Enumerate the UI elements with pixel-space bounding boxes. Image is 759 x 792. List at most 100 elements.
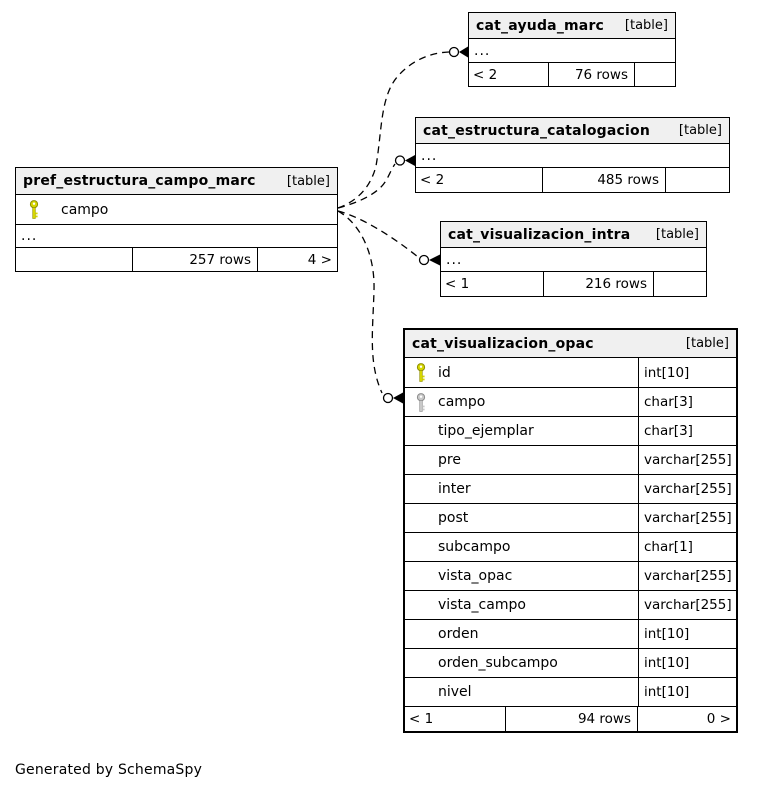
column-name-cell: orden_subcampo: [405, 649, 638, 677]
table-name[interactable]: cat_visualizacion_opac: [412, 335, 594, 352]
column-type: char[1]: [638, 533, 736, 561]
column-name-cell: post: [405, 504, 638, 532]
row-count: 94 rows: [506, 707, 638, 731]
column-name: nivel: [438, 684, 472, 700]
edge-to-cat-estructura-catalogacion: [337, 163, 396, 209]
zero-circle-estructura: [394, 155, 406, 166]
columns-ellipsis: ...: [16, 224, 337, 247]
column-name: post: [438, 510, 469, 526]
generated-by-note: Generated by SchemaSpy: [15, 762, 203, 778]
arrowhead-estructura: [405, 155, 415, 166]
arrowhead-intra: [429, 254, 440, 266]
column-name: orden_subcampo: [438, 655, 558, 671]
column-row[interactable]: subcampo char[1]: [405, 532, 736, 561]
row-count: 485 rows: [543, 168, 666, 192]
column-name-cell: id: [405, 358, 638, 387]
table-footer: < 1 94 rows 0 >: [405, 706, 736, 731]
column-name-cell: vista_campo: [405, 591, 638, 619]
table-node-cat-visualizacion-opac[interactable]: cat_visualizacion_opac [table] id int[10]…: [403, 328, 738, 733]
row-count: 216 rows: [544, 272, 654, 296]
related-count: < 1: [405, 707, 506, 731]
column-name-cell: pre: [405, 446, 638, 474]
column-type: varchar[255]: [638, 475, 736, 503]
table-header: cat_ayuda_marc [table]: [469, 13, 675, 39]
table-node-pref-estructura-campo-marc[interactable]: pref_estructura_campo_marc [table] campo…: [15, 167, 338, 272]
column-name-cell: orden: [405, 620, 638, 648]
column-name-cell: vista_opac: [405, 562, 638, 590]
columns-ellipsis: ...: [421, 148, 438, 164]
column-name-cell: campo: [16, 195, 337, 224]
table-header: cat_visualizacion_intra [table]: [441, 222, 706, 248]
column-row[interactable]: inter varchar[255]: [405, 474, 736, 503]
column-type: int[10]: [638, 358, 736, 387]
table-node-cat-visualizacion-intra[interactable]: cat_visualizacion_intra [table] ... < 1 …: [440, 221, 707, 297]
table-name[interactable]: pref_estructura_campo_marc: [23, 173, 256, 189]
table-footer: < 2 76 rows: [469, 62, 675, 86]
primary-key-icon: [416, 363, 438, 382]
children-count: 0 >: [706, 711, 731, 727]
table-badge: [table]: [678, 123, 722, 138]
column-type: varchar[255]: [638, 591, 736, 619]
column-row[interactable]: vista_opac varchar[255]: [405, 561, 736, 590]
zero-circle-ayuda: [448, 46, 460, 58]
column-name: id: [438, 364, 451, 381]
column-row[interactable]: campo: [16, 195, 337, 224]
foreign-key-icon: [416, 392, 438, 412]
table-footer: < 1 216 rows: [441, 271, 706, 296]
column-name: campo: [61, 201, 109, 218]
column-name: vista_campo: [438, 597, 526, 613]
column-type: int[10]: [638, 649, 736, 677]
table-name[interactable]: cat_ayuda_marc: [476, 17, 605, 34]
edge-to-cat-visualizacion-opac: [337, 210, 383, 394]
column-type: varchar[255]: [638, 504, 736, 532]
column-name: campo: [438, 394, 486, 410]
column-row[interactable]: orden_subcampo int[10]: [405, 648, 736, 677]
table-footer: < 2 485 rows: [416, 167, 729, 192]
column-name: subcampo: [438, 539, 511, 555]
children-count: [635, 63, 675, 86]
table-node-cat-ayuda-marc[interactable]: cat_ayuda_marc [table] ... < 2 76 rows: [468, 12, 676, 87]
arrowhead-ayuda: [459, 46, 468, 58]
table-header: pref_estructura_campo_marc [table]: [16, 168, 337, 195]
column-row[interactable]: id int[10]: [405, 358, 736, 387]
table-badge: [table]: [286, 173, 330, 189]
table-header: cat_visualizacion_opac [table]: [405, 330, 736, 358]
children-count: [666, 168, 729, 192]
column-row[interactable]: campo char[3]: [405, 387, 736, 416]
table-badge: [table]: [624, 18, 668, 33]
related-count: < 1: [441, 272, 544, 296]
column-row[interactable]: post varchar[255]: [405, 503, 736, 532]
column-row[interactable]: vista_campo varchar[255]: [405, 590, 736, 619]
column-name-cell: nivel: [405, 678, 638, 706]
column-type: char[3]: [638, 417, 736, 445]
column-name-cell: tipo_ejemplar: [405, 417, 638, 445]
column-name: inter: [438, 481, 471, 497]
table-name[interactable]: cat_estructura_catalogacion: [423, 122, 650, 139]
column-type: varchar[255]: [638, 562, 736, 590]
table-node-cat-estructura-catalogacion[interactable]: cat_estructura_catalogacion [table] ... …: [415, 117, 730, 193]
related-count: < 2: [416, 168, 543, 192]
column-name-cell: inter: [405, 475, 638, 503]
related-count: < 2: [469, 63, 549, 86]
columns-ellipsis: ...: [446, 252, 463, 268]
table-badge: [table]: [655, 227, 699, 242]
column-name: orden: [438, 626, 479, 642]
primary-key-icon: [29, 200, 61, 219]
zero-circle-opac: [382, 392, 394, 404]
row-count: 76 rows: [549, 63, 635, 86]
column-name-cell: campo: [405, 388, 638, 416]
column-name: vista_opac: [438, 568, 513, 584]
table-badge: [table]: [685, 336, 729, 351]
column-name-cell: subcampo: [405, 533, 638, 561]
row-count: 257 rows: [133, 248, 258, 271]
related-count: [16, 248, 133, 271]
table-header: cat_estructura_catalogacion [table]: [416, 118, 729, 144]
table-name[interactable]: cat_visualizacion_intra: [448, 226, 631, 243]
column-type: char[3]: [638, 388, 736, 416]
